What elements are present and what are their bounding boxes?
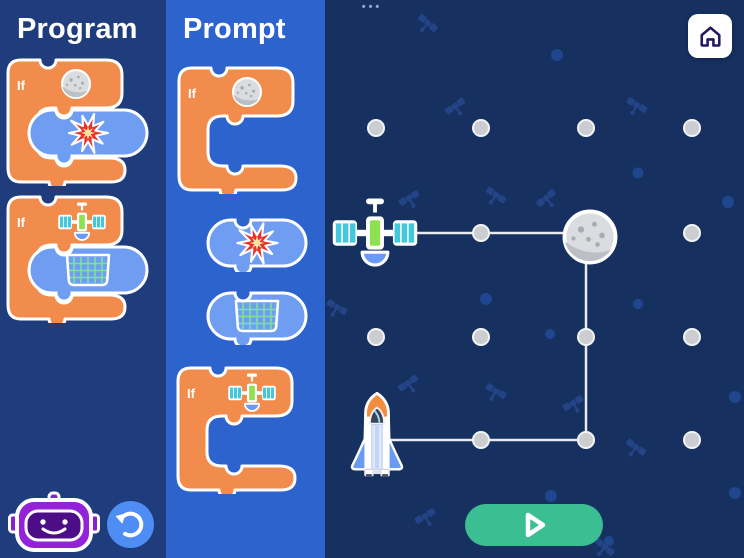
deco-satellite-icon (480, 186, 507, 211)
grid-dot (367, 328, 385, 346)
grid-dot (577, 328, 595, 346)
deco-satellite-icon (397, 189, 424, 214)
if-block[interactable]: If (177, 66, 299, 200)
deco-planet (729, 391, 741, 403)
grid-dot (367, 119, 385, 137)
shuttle-sprite (350, 391, 404, 479)
play-button[interactable] (465, 504, 603, 546)
grid-dot (683, 431, 701, 449)
deco-planet (545, 329, 555, 339)
grid-dot (577, 119, 595, 137)
deco-planet (729, 487, 741, 499)
action-block[interactable] (188, 216, 312, 277)
deco-planet (633, 299, 643, 309)
program-panel-title: Program (17, 13, 138, 45)
if-block[interactable]: If (6, 195, 156, 329)
game-board (325, 13, 741, 558)
deco-satellite-icon (444, 97, 471, 122)
net-icon (65, 253, 111, 287)
prompt-panel: Prompt If If (166, 0, 325, 558)
deco-satellite-icon (561, 394, 588, 419)
deco-satellite-icon (412, 13, 439, 39)
home-button[interactable] (688, 14, 732, 58)
action-block[interactable] (188, 289, 312, 350)
grid-dot (577, 431, 595, 449)
deco-planet (722, 196, 734, 208)
deco-satellite-icon (535, 188, 562, 214)
deco-satellite-icon (481, 382, 508, 407)
deco-satellite-icon (397, 374, 424, 399)
grid-dot (472, 328, 490, 346)
grid-dot (472, 119, 490, 137)
robot-icon (8, 491, 100, 552)
if-block[interactable]: If (176, 366, 298, 500)
multitask-indicator[interactable]: ••• (361, 1, 383, 13)
deco-planet (632, 167, 644, 179)
moon-sprite (562, 209, 618, 265)
deco-satellite-icon (413, 507, 440, 532)
deco-planet (604, 536, 614, 546)
net-icon (234, 299, 280, 333)
moon-icon (60, 68, 92, 100)
home-icon (699, 25, 721, 47)
deco-planet (545, 490, 557, 502)
play-icon (525, 512, 546, 538)
reset-icon (116, 511, 144, 538)
if-label: If (17, 215, 26, 230)
if-label: If (187, 386, 196, 401)
grid-dot (683, 224, 701, 242)
if-label: If (17, 78, 26, 93)
grid-dot (683, 328, 701, 346)
moon-icon (231, 76, 263, 108)
grid-dot (472, 431, 490, 449)
deco-satellite-icon (325, 298, 349, 323)
prompt-panel-title: Prompt (183, 13, 286, 45)
deco-satellite-icon (620, 438, 647, 463)
if-block[interactable]: If (6, 58, 156, 192)
grid-dot (683, 119, 701, 137)
deco-satellite-icon (622, 96, 649, 121)
grid-dot (472, 224, 490, 242)
robot-mascot-button[interactable] (8, 490, 100, 554)
deco-planet (551, 49, 563, 61)
deco-planet (480, 293, 492, 305)
if-label: If (188, 86, 197, 101)
satellite-sprite (331, 196, 419, 267)
reset-button[interactable] (107, 501, 154, 548)
program-panel: Program If If (0, 0, 166, 558)
